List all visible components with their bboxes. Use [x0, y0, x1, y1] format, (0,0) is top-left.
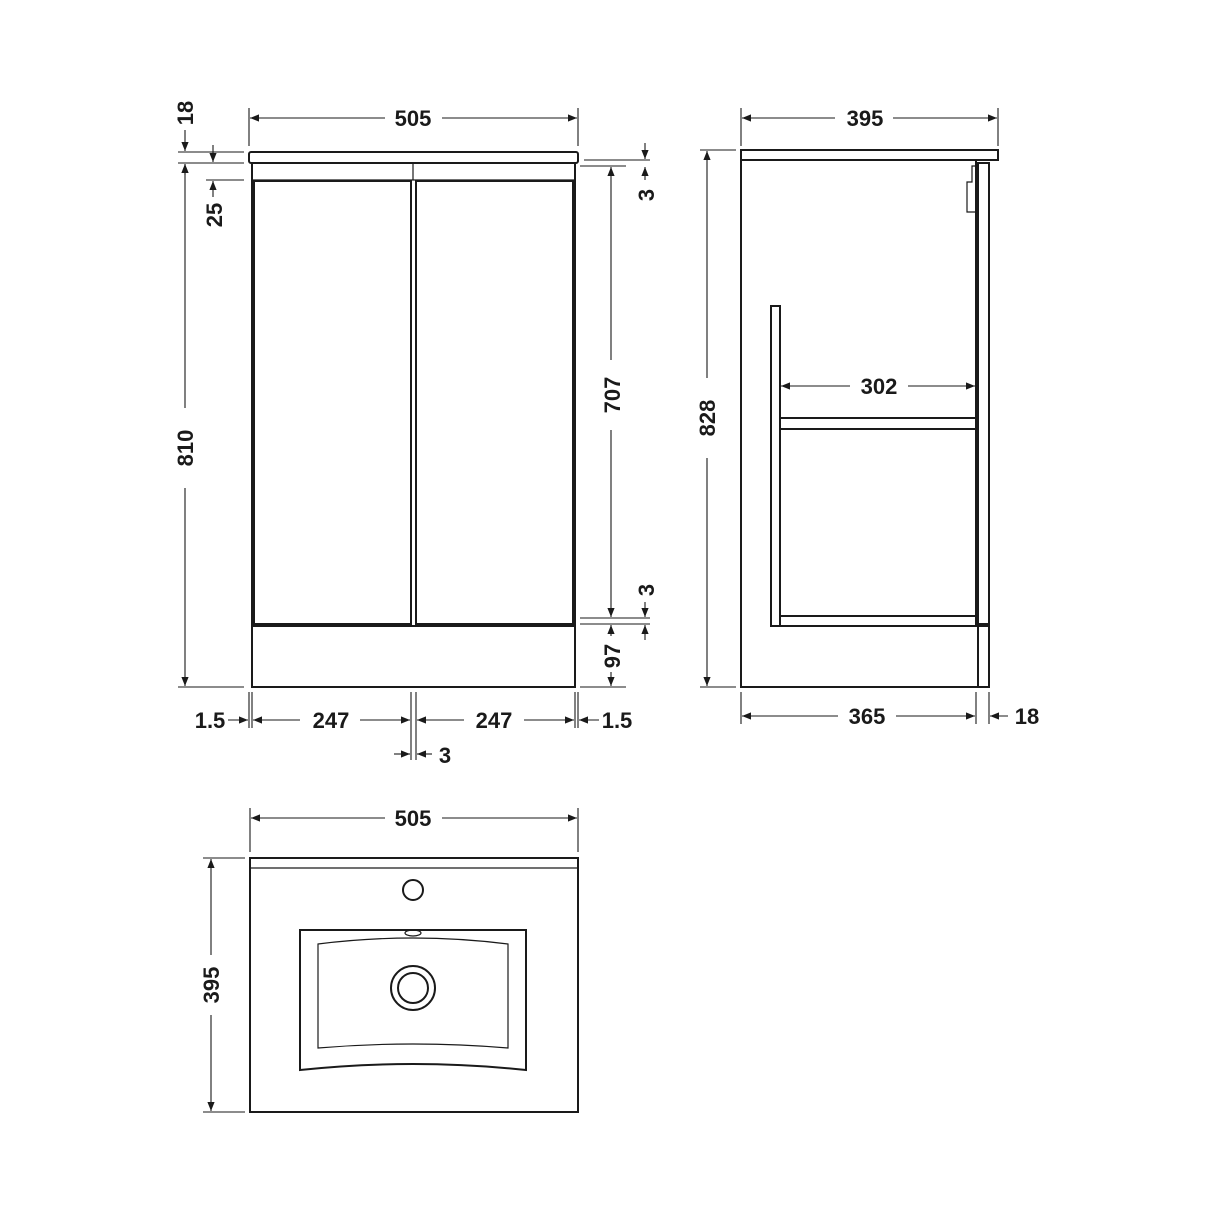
- side-shelf-depth-label: 302: [861, 374, 898, 399]
- plan-tap-hole: [402, 879, 424, 901]
- plan-overflow: [404, 929, 422, 937]
- plan-depth-label: 395: [199, 967, 224, 1004]
- front-gap-bottom-label: 3: [634, 584, 659, 596]
- front-top-gap-label: 25: [202, 203, 227, 227]
- front-view: 505 18 25 810 3 707 3: [173, 101, 659, 768]
- front-height-label: 810: [173, 430, 198, 467]
- side-depth-label: 395: [847, 106, 884, 131]
- front-door-left: [253, 180, 412, 625]
- side-countertop: [740, 149, 999, 161]
- plan-width-label: 505: [395, 806, 432, 831]
- front-side-left-label: 1.5: [195, 708, 226, 733]
- front-carcass: [251, 162, 576, 688]
- side-shelf: [779, 417, 977, 430]
- side-handle-notch: [966, 165, 978, 213]
- side-plinth-front: [977, 625, 990, 688]
- side-door: [977, 162, 990, 625]
- front-door-height-label: 707: [600, 377, 625, 414]
- side-base: [779, 615, 977, 627]
- front-plinth-height-label: 97: [600, 644, 625, 668]
- side-view: 395 828 302 365 18: [695, 106, 1039, 729]
- side-carcass: [740, 160, 978, 688]
- side-carcass-depth-label: 365: [849, 704, 886, 729]
- front-door-left-label: 247: [313, 708, 350, 733]
- side-back-panel: [770, 305, 781, 627]
- plan-basin-outline: [249, 857, 579, 1113]
- side-door-thickness-label: 18: [1015, 704, 1039, 729]
- front-countertop: [248, 151, 579, 164]
- plan-drain-outer: [390, 965, 436, 1011]
- plan-drain-inner: [397, 972, 429, 1004]
- front-top-thickness-label: 18: [173, 101, 198, 125]
- plan-view: 505 395: [199, 806, 579, 1113]
- front-gap-top-label: 3: [634, 189, 659, 201]
- plan-bowl-inner: [317, 937, 509, 1049]
- front-side-right-label: 1.5: [602, 708, 633, 733]
- front-width-label: 505: [395, 106, 432, 131]
- front-door-right-label: 247: [476, 708, 513, 733]
- plan-bowl-outer: [299, 929, 527, 1072]
- front-center-gap-label: 3: [439, 743, 451, 768]
- front-door-right: [415, 180, 574, 625]
- side-height-label: 828: [695, 400, 720, 437]
